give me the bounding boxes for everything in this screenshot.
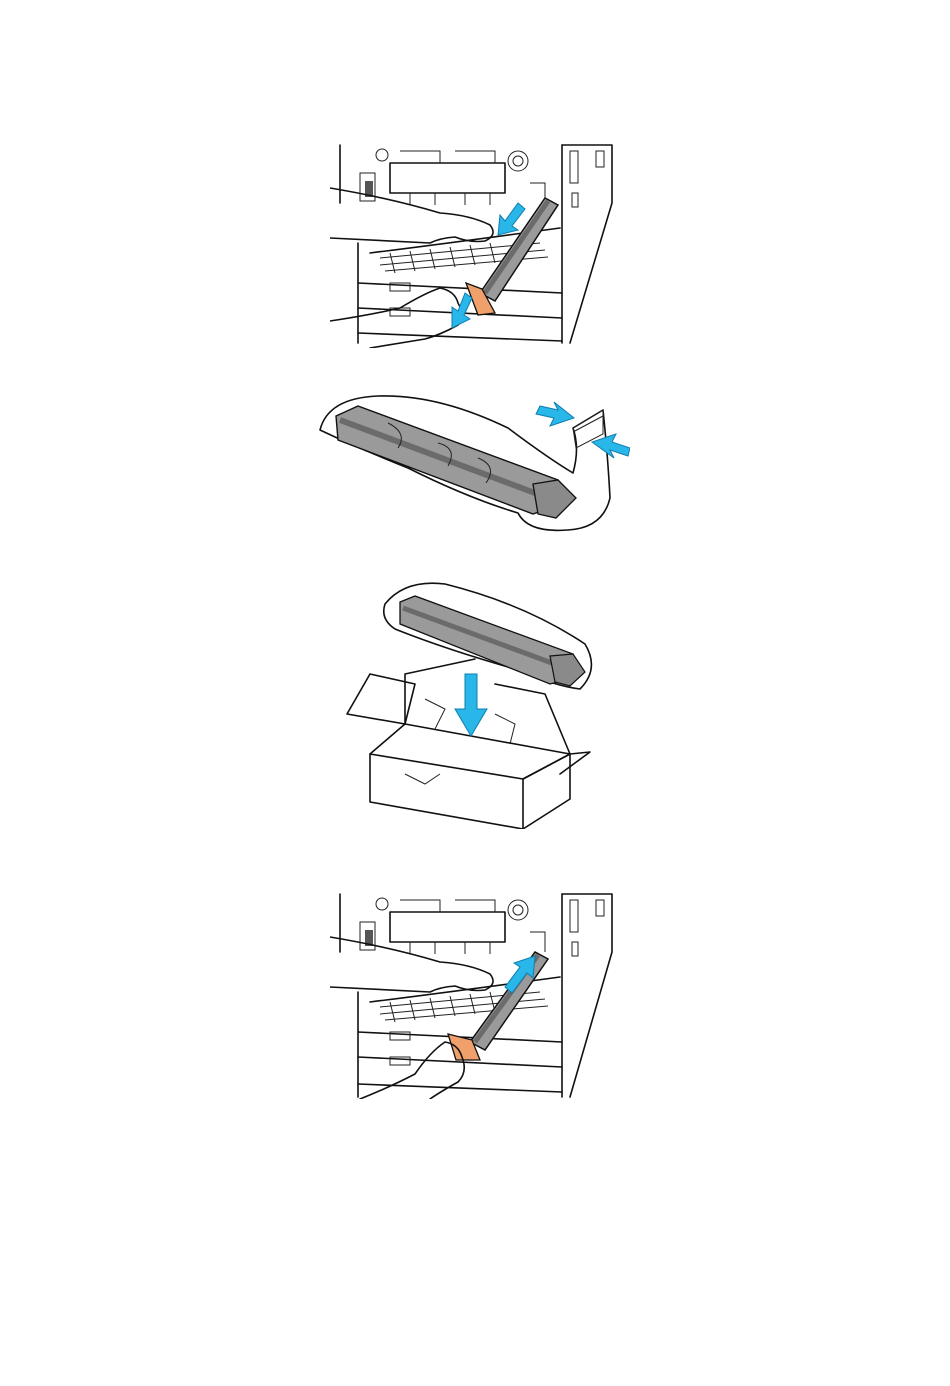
pull-arrow-upper-icon <box>498 203 525 235</box>
drum-cartridge <box>336 406 576 518</box>
pull-arrow-lower-icon <box>452 293 472 328</box>
pack-box-illustration <box>345 574 595 829</box>
down-arrow-icon <box>455 674 487 736</box>
hands <box>330 188 493 348</box>
insert-cartridge-illustration <box>330 892 620 1099</box>
remove-cartridge-illustration <box>330 143 620 348</box>
printer-body <box>340 894 612 1097</box>
press-arrow-right-icon <box>592 434 630 458</box>
bagged-cartridge <box>384 583 592 689</box>
seal-bag-illustration <box>318 388 630 538</box>
printer-body <box>340 145 612 343</box>
press-arrow-left-icon <box>536 402 574 426</box>
